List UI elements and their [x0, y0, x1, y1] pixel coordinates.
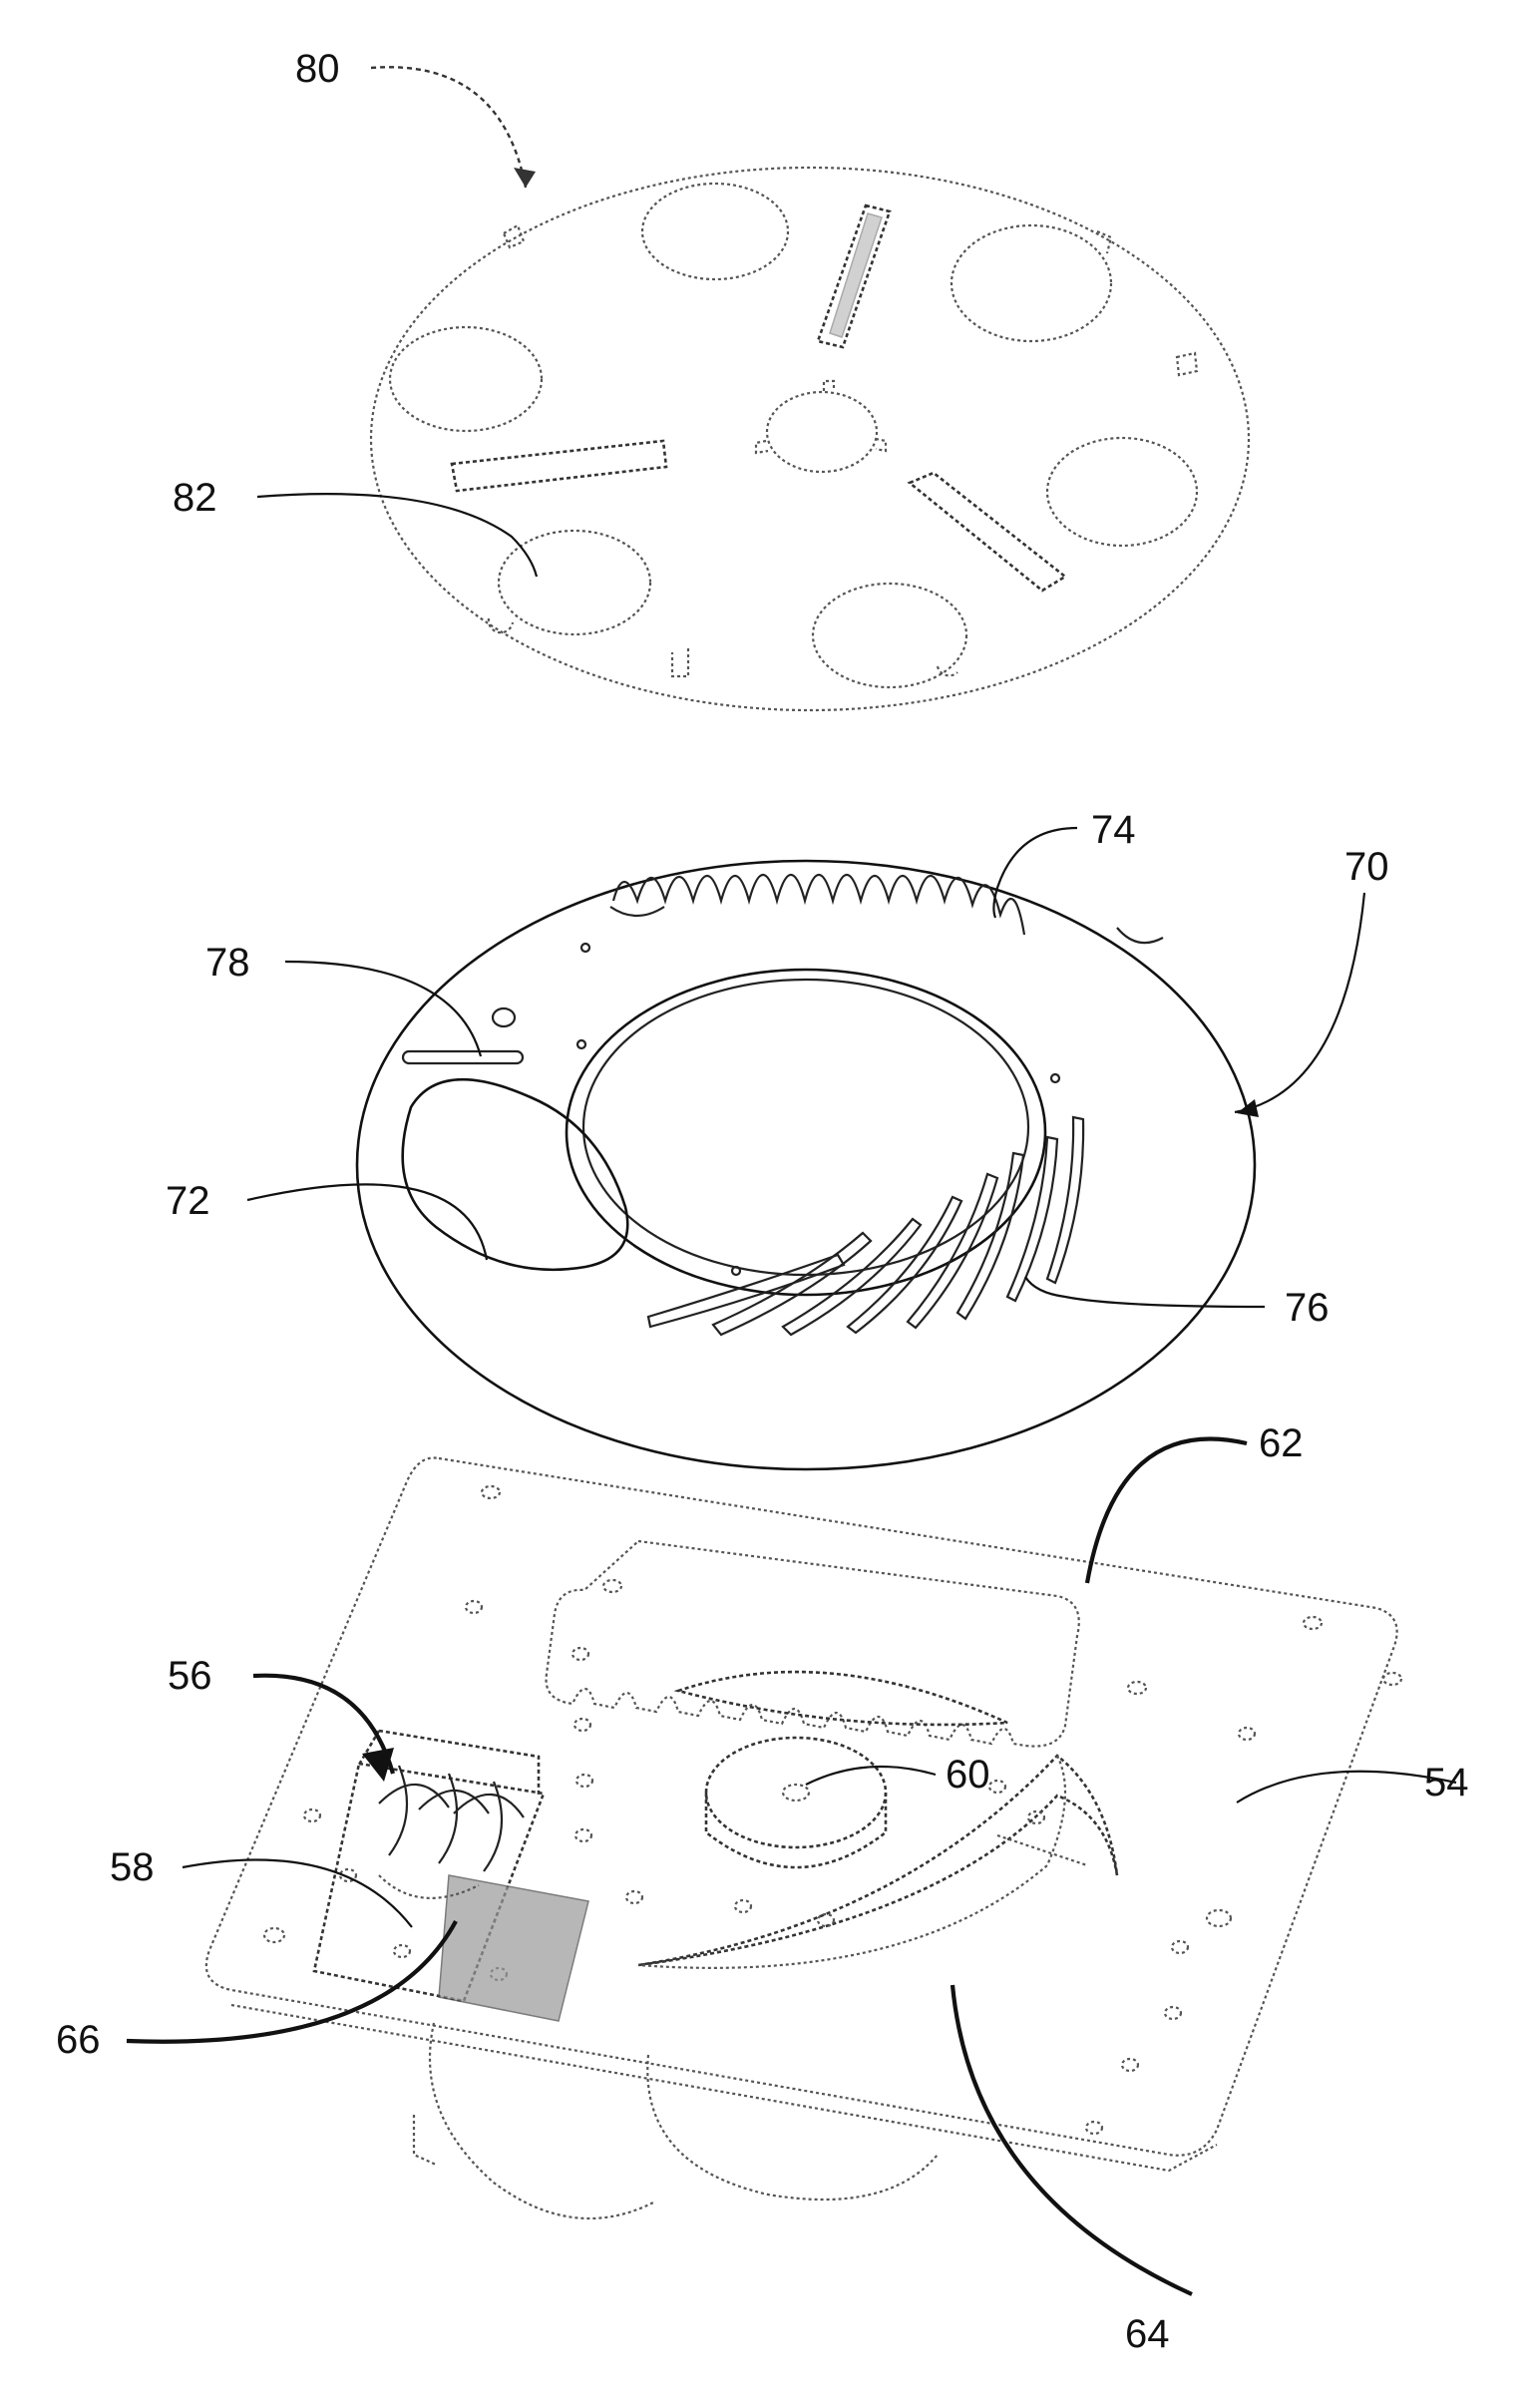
- label-78: 78: [205, 941, 250, 985]
- label-66: 66: [56, 2018, 101, 2062]
- label-76: 76: [1285, 1286, 1330, 1330]
- label-80: 80: [295, 47, 340, 91]
- label-58: 58: [110, 1845, 155, 1889]
- top-plate-80: [371, 168, 1249, 710]
- label-60: 60: [946, 1753, 990, 1797]
- label-62: 62: [1259, 1421, 1304, 1465]
- reference-labels: 80 82 74 70 78 72 76 62 56 60 54 58 66 6…: [56, 47, 1469, 2356]
- base-plate-54: [206, 1457, 1401, 2218]
- label-82: 82: [173, 476, 217, 520]
- label-74: 74: [1091, 808, 1136, 852]
- mounting-holes: [264, 1486, 1401, 2134]
- label-72: 72: [166, 1179, 210, 1223]
- label-56: 56: [168, 1654, 212, 1698]
- label-64: 64: [1125, 2312, 1170, 2356]
- middle-ring-70: [357, 861, 1255, 1469]
- leader-lines: [127, 67, 1456, 2294]
- label-70: 70: [1344, 845, 1389, 889]
- label-54: 54: [1424, 1761, 1469, 1805]
